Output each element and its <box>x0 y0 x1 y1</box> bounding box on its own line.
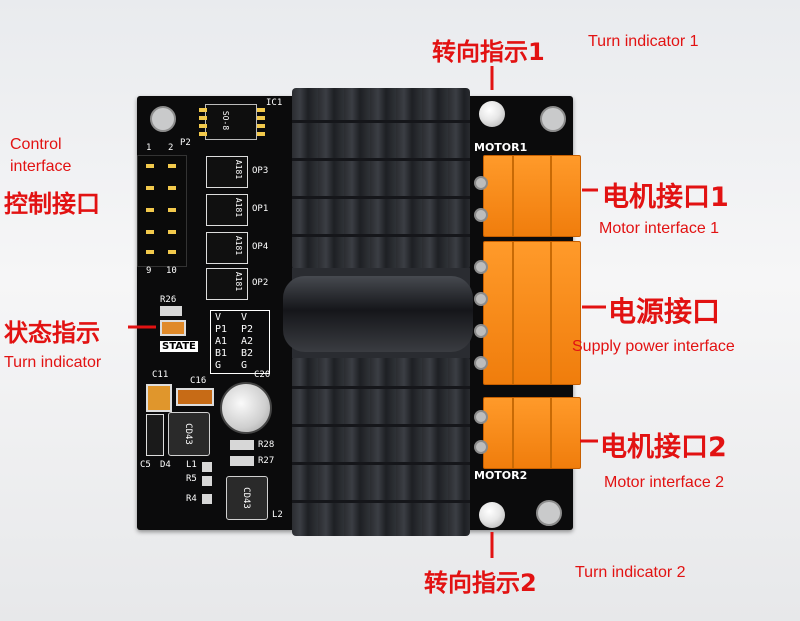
r27-label: R27 <box>258 456 275 466</box>
r4-label: R4 <box>186 494 197 504</box>
c11-capacitor <box>146 384 172 412</box>
state-led <box>160 320 186 336</box>
optocoupler-op4: A181 <box>206 232 248 264</box>
pin9-label: 9 <box>146 266 152 276</box>
terminal-screw <box>474 292 488 306</box>
turn-indicator-1-en: Turn indicator 1 <box>588 33 699 50</box>
control-header <box>137 155 187 267</box>
motor1-silk-label: MOTOR1 <box>474 141 528 154</box>
r4-resistor <box>202 494 212 504</box>
cd43-inductor-2: CD43 <box>226 476 268 520</box>
power-interface-cn: 电源接口 <box>608 295 721 328</box>
turn-indicator-2-en: Turn indicator 2 <box>575 564 686 581</box>
c16-capacitor <box>176 388 214 406</box>
c20-capacitor <box>220 382 272 434</box>
motor1-terminal <box>483 155 581 237</box>
p2-label: P2 <box>180 138 191 148</box>
ic-pin <box>257 108 265 112</box>
turn-indicator-led-2 <box>479 502 505 528</box>
op2-label: OP2 <box>252 278 269 288</box>
d4-label: D4 <box>160 460 171 470</box>
motor-interface-2-en: Motor interface 2 <box>604 474 725 491</box>
terminal-screw <box>474 260 488 274</box>
r5-label: R5 <box>186 474 197 484</box>
state-indicator-en: Turn indicator <box>4 354 102 371</box>
pin-map-col1: V P1 A1 B1 G <box>215 312 228 371</box>
pin-map-box: V P1 A1 B1 G V P2 A2 B2 G <box>210 310 270 374</box>
turn-indicator-1-cn: 转向指示1 <box>432 38 545 66</box>
ic-pin <box>257 124 265 128</box>
r26-resistor <box>160 306 182 316</box>
l2-label: L2 <box>272 510 283 520</box>
ic-pin <box>199 108 207 112</box>
c11-label: C11 <box>152 370 169 380</box>
terminal-screw <box>474 324 488 338</box>
terminal-screw <box>474 208 488 222</box>
terminal-screw <box>474 410 488 424</box>
motor-interface-1-en: Motor interface 1 <box>599 220 720 237</box>
ic-pin <box>257 132 265 136</box>
control-interface-cn: 控制接口 <box>4 190 100 218</box>
r28-label: R28 <box>258 440 275 450</box>
state-label: STATE <box>160 341 198 352</box>
r27-resistor <box>230 456 254 466</box>
ic-pin <box>199 116 207 120</box>
ic1-label: IC1 <box>266 98 283 108</box>
motor-interface-1-cn: 电机接口1 <box>602 182 729 213</box>
c20-label: C20 <box>254 370 271 380</box>
power-interface-en: Supply power interface <box>572 338 735 355</box>
motor-interface-2-cn: 电机接口2 <box>600 432 727 463</box>
op3-label: OP3 <box>252 166 269 176</box>
ic-pin <box>199 132 207 136</box>
pin-map-col2: V P2 A2 B2 G <box>241 312 254 371</box>
c16-label: C16 <box>190 376 207 386</box>
terminal-screw <box>474 440 488 454</box>
heatsink-top <box>292 88 470 270</box>
optocoupler-op3: A181 <box>206 156 248 188</box>
turn-indicator-led-1 <box>479 101 505 127</box>
l1-label: L1 <box>186 460 197 470</box>
mounting-hole <box>540 106 566 132</box>
mounting-hole <box>536 500 562 526</box>
d4-diode <box>146 414 164 456</box>
power-terminal <box>483 241 581 385</box>
op4-label: OP4 <box>252 242 269 252</box>
terminal-screw <box>474 356 488 370</box>
ic1-chip: SO-8 <box>205 104 257 140</box>
state-indicator-cn: 状态指示 <box>4 319 100 347</box>
turn-indicator-2-cn: 转向指示2 <box>424 569 537 597</box>
l1-component <box>202 462 212 472</box>
ic-pin <box>199 124 207 128</box>
mounting-hole <box>150 106 176 132</box>
op1-label: OP1 <box>252 204 269 214</box>
motor2-silk-label: MOTOR2 <box>474 469 528 482</box>
r28-resistor <box>230 440 254 450</box>
r26-label: R26 <box>160 295 177 305</box>
c5-label: C5 <box>140 460 151 470</box>
ic-pin <box>257 116 265 120</box>
pin10-label: 10 <box>166 266 177 276</box>
control-interface-en: Control interface <box>10 136 72 175</box>
motor2-terminal <box>483 397 581 469</box>
optocoupler-op2: A181 <box>206 268 248 300</box>
r5-resistor <box>202 476 212 486</box>
pin2-label: 2 <box>168 143 174 153</box>
cd43-inductor-1: CD43 <box>168 412 210 456</box>
terminal-screw <box>474 176 488 190</box>
electrolytic-capacitor <box>283 276 473 352</box>
pin1-label: 1 <box>146 143 152 153</box>
optocoupler-op1: A181 <box>206 194 248 226</box>
heatsink-bottom <box>292 356 470 536</box>
